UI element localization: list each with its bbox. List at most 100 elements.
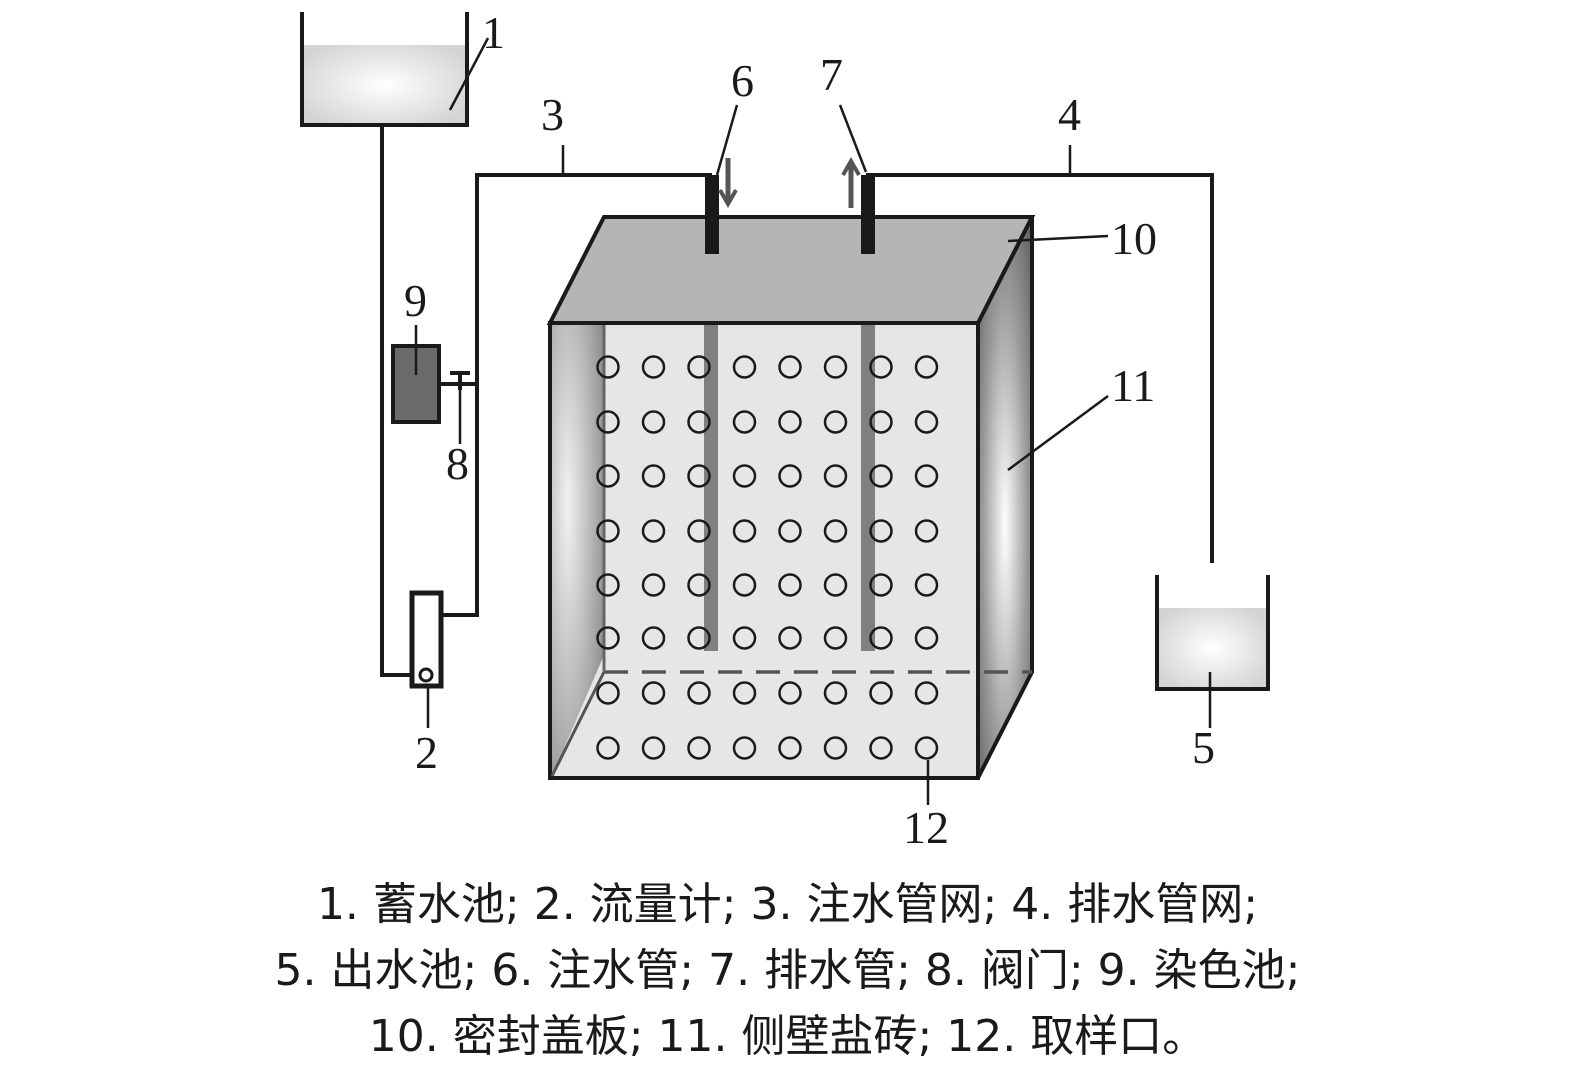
sampling-port	[596, 736, 620, 760]
supply-pipe	[380, 125, 412, 677]
label-1: 1	[482, 7, 505, 58]
sampling-port	[732, 464, 757, 488]
sampling-port	[869, 626, 893, 650]
outlet-tank	[1155, 575, 1270, 691]
sampling-port	[914, 626, 939, 650]
sampling-port	[778, 355, 802, 379]
figure-caption: 1. 蓄水池; 2. 流量计; 3. 注水管网; 4. 排水管网; 5. 出水池…	[0, 872, 1575, 1070]
label-9: 9	[404, 275, 427, 326]
sampling-port	[869, 519, 893, 543]
drainage-pipe-network	[866, 173, 1214, 563]
sampling-port	[687, 355, 711, 379]
arrow-up-icon	[841, 156, 861, 208]
sampling-port	[732, 736, 757, 760]
sampling-port	[732, 519, 757, 543]
sampling-port	[778, 681, 802, 705]
sampling-port	[823, 573, 848, 597]
sampling-port	[778, 410, 802, 434]
sampling-port	[687, 681, 711, 705]
sealing-lid	[546, 215, 1036, 325]
caption-line-2: 5. 出水池; 6. 注水管; 7. 排水管; 8. 阀门; 9. 染色池;	[274, 945, 1301, 996]
sampling-port	[778, 519, 802, 543]
drainage-pipe-inner	[861, 323, 875, 651]
dye-tank	[391, 344, 441, 424]
label-4: 4	[1058, 89, 1081, 140]
label-11: 11	[1111, 360, 1155, 411]
sampling-port	[641, 626, 666, 650]
sampling-port	[914, 736, 939, 760]
leader-lines	[414, 37, 1212, 805]
label-8: 8	[446, 438, 469, 489]
box-inner-left-wall	[552, 325, 604, 776]
caption-line-1: 1. 蓄水池; 2. 流量计; 3. 注水管网; 4. 排水管网;	[316, 879, 1259, 930]
sampling-port	[778, 736, 802, 760]
label-12: 12	[903, 802, 949, 853]
flowmeter	[409, 590, 444, 689]
sampling-port	[778, 573, 802, 597]
sampling-port	[869, 681, 893, 705]
sampling-port	[641, 519, 666, 543]
sampling-port	[732, 626, 757, 650]
sampling-port	[687, 626, 711, 650]
sampling-port	[641, 681, 666, 705]
sampling-port	[641, 736, 666, 760]
sampling-port	[914, 355, 939, 379]
sampling-port	[778, 464, 802, 488]
sampling-port	[778, 626, 802, 650]
caption-line-3: 10. 密封盖板; 11. 侧壁盐砖; 12. 取样口。	[368, 1011, 1207, 1062]
sampling-port	[823, 681, 848, 705]
sampling-port	[596, 464, 620, 488]
sampling-port	[914, 410, 939, 434]
sampling-port	[823, 736, 848, 760]
label-10: 10	[1111, 213, 1157, 264]
sampling-port	[869, 355, 893, 379]
sampling-port	[823, 626, 848, 650]
sampling-port	[914, 681, 939, 705]
sampling-port	[914, 464, 939, 488]
sampling-port	[596, 519, 620, 543]
sampling-port	[823, 519, 848, 543]
sampling-port	[732, 573, 757, 597]
sampling-port	[687, 410, 711, 434]
reservoir-tank	[300, 12, 469, 127]
sampling-port	[823, 410, 848, 434]
sampling-port	[732, 355, 757, 379]
sampling-port	[869, 464, 893, 488]
label-7: 7	[820, 49, 843, 100]
injection-pipe	[705, 175, 719, 254]
experimental-setup-diagram: 1 2 3 4 5 6 7 8 9 10 11 12	[300, 7, 1270, 853]
injection-pipe-inner	[704, 323, 718, 651]
sampling-port	[687, 519, 711, 543]
sampling-port	[823, 355, 848, 379]
sampling-port	[596, 410, 620, 434]
sampling-port	[687, 736, 711, 760]
sampling-port	[732, 681, 757, 705]
sampling-port	[641, 410, 666, 434]
label-6: 6	[731, 55, 754, 106]
sampling-port	[869, 736, 893, 760]
sampling-port	[687, 573, 711, 597]
label-3: 3	[541, 89, 564, 140]
sampling-port	[869, 410, 893, 434]
sampling-port	[596, 681, 620, 705]
sampling-port	[596, 626, 620, 650]
sampling-port	[641, 464, 666, 488]
sampling-ports	[596, 355, 939, 760]
sampling-port	[687, 464, 711, 488]
sampling-port	[596, 355, 620, 379]
sampling-port	[914, 519, 939, 543]
box-inner-diagonal-edge	[550, 671, 606, 777]
sampling-port	[641, 355, 666, 379]
valve	[441, 371, 477, 390]
sampling-port	[596, 573, 620, 597]
sampling-port	[869, 573, 893, 597]
label-2: 2	[415, 727, 438, 778]
sampling-port	[914, 573, 939, 597]
box-front-face	[548, 321, 980, 780]
sampling-port	[732, 410, 757, 434]
label-5: 5	[1192, 722, 1215, 773]
sampling-port	[823, 464, 848, 488]
sampling-port	[641, 573, 666, 597]
arrow-down-icon	[718, 158, 738, 209]
drainage-pipe	[861, 175, 875, 254]
